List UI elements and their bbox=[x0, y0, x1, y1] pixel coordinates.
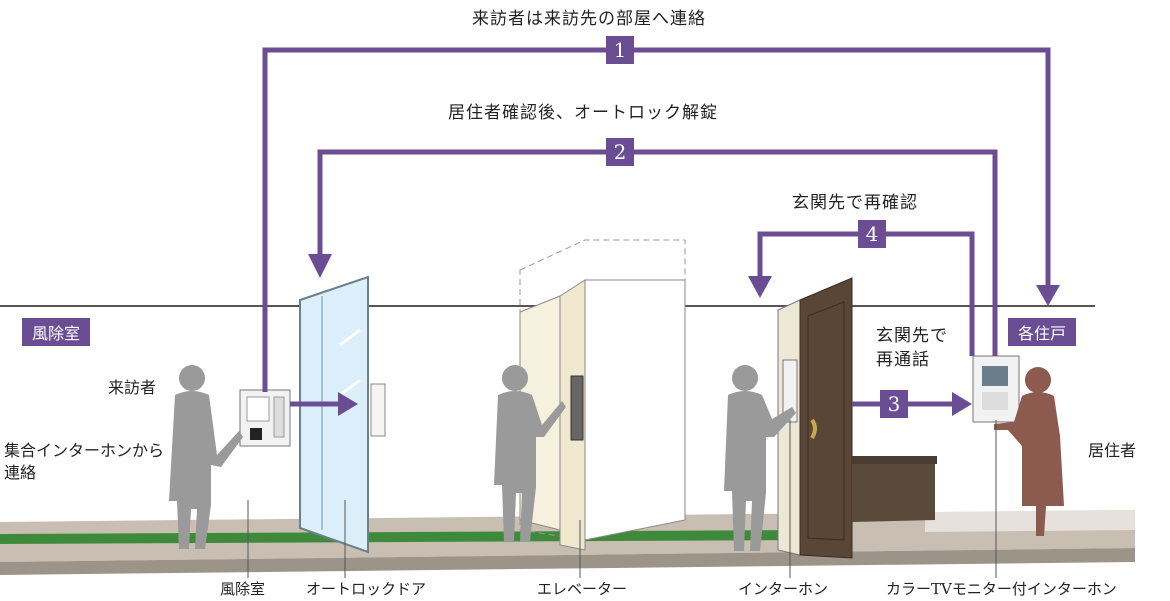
bottom-label-windbreak-room: 風除室 bbox=[220, 580, 266, 598]
step-1-number: 1 bbox=[606, 36, 634, 64]
step-3-number: 3 bbox=[880, 390, 908, 418]
step-3-title: 玄関先で 再通話 bbox=[876, 324, 948, 372]
zone-tag-each-unit: 各住戸 bbox=[1008, 318, 1077, 346]
color-tv-monitor-intercom bbox=[972, 355, 1020, 423]
zone-tag-windbreak-room: 風除室 bbox=[22, 318, 91, 346]
shoe-cabinet bbox=[852, 462, 935, 522]
bottom-label-elevator: エレベーター bbox=[537, 580, 628, 598]
resident-label: 居住者 bbox=[1088, 441, 1137, 460]
elevator bbox=[519, 239, 686, 551]
collective-intercom-panel bbox=[239, 389, 291, 447]
step-3-title-line1: 玄関先で bbox=[876, 326, 948, 346]
visitor-silhouette-1 bbox=[169, 365, 243, 549]
intercom-note-line1: 集合インターホンから bbox=[4, 441, 165, 460]
leader-lines bbox=[247, 420, 997, 578]
bottom-label-monitor-intercom: カラーTVモニター付インターホン bbox=[886, 580, 1117, 598]
step-4-number: 4 bbox=[858, 220, 886, 248]
visitor-silhouette-2 bbox=[494, 365, 566, 541]
step-2-number: 2 bbox=[606, 138, 634, 166]
bottom-label-intercom: インターホン bbox=[738, 580, 829, 598]
step-1-title: 来訪者は来訪先の部屋へ連絡 bbox=[472, 9, 706, 29]
entrance-step bbox=[925, 510, 1135, 532]
step-3-title-line2: 再通話 bbox=[876, 350, 930, 370]
visitor-silhouette-3 bbox=[724, 365, 796, 551]
step-4-title: 玄関先で再確認 bbox=[792, 193, 918, 213]
step-2-title: 居住者確認後、オートロック解錠 bbox=[448, 103, 718, 123]
intercom-note-line2: 連絡 bbox=[4, 463, 37, 482]
bottom-label-auto-lock-door: オートロックドア bbox=[306, 580, 427, 598]
visitor-label: 来訪者 bbox=[108, 378, 157, 397]
arrow-heads bbox=[308, 254, 1060, 416]
unit-front-door bbox=[777, 277, 853, 559]
auto-lock-door bbox=[299, 275, 386, 554]
intercom-note: 集合インターホンから 連絡 bbox=[4, 440, 164, 484]
resident-silhouette bbox=[994, 367, 1064, 536]
arrow-step-2 bbox=[317, 149, 998, 356]
arrow-step-1 bbox=[262, 47, 1051, 392]
